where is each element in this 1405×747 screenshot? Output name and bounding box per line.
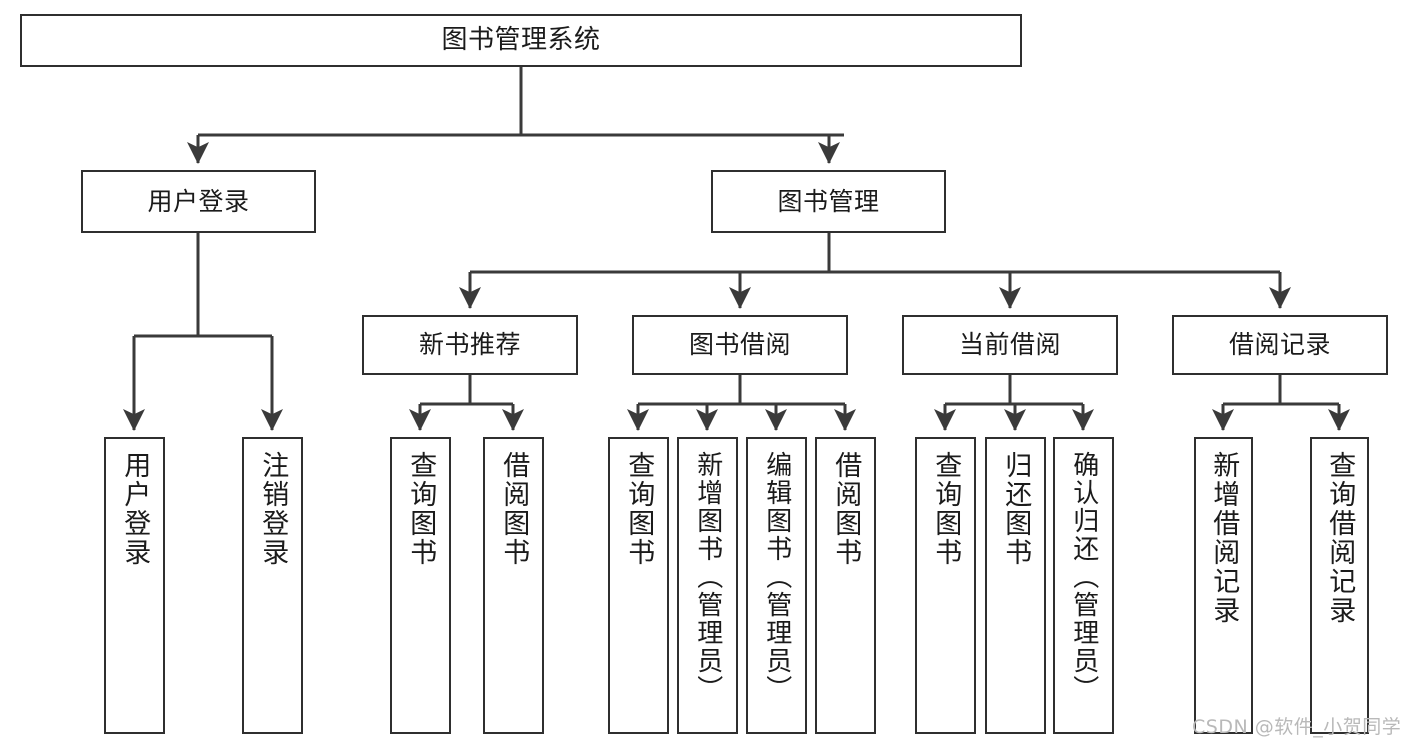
node-user-login[interactable]: 用户登录 [81,170,316,233]
leaf-borrow-book-1[interactable]: 借阅图书 [483,437,544,734]
node-label: 查询图书 [930,451,962,567]
node-label: 查询图书 [623,451,655,567]
node-book-manage[interactable]: 图书管理 [711,170,946,233]
node-book-borrow[interactable]: 图书借阅 [632,315,848,375]
leaf-query-record[interactable]: 查询借阅记录 [1310,437,1369,734]
node-label: 注销登录 [257,451,289,567]
node-label: 查询图书 [405,451,437,567]
leaf-query-book-1[interactable]: 查询图书 [390,437,451,734]
node-new-book-recommend[interactable]: 新书推荐 [362,315,578,375]
node-borrow-record[interactable]: 借阅记录 [1172,315,1388,375]
leaf-query-book-2[interactable]: 查询图书 [608,437,669,734]
leaf-borrow-book-2[interactable]: 借阅图书 [815,437,876,734]
node-label: 借阅图书 [830,451,862,567]
node-label: 归还图书 [1000,451,1032,567]
node-label: 用户登录 [119,451,151,567]
node-label: 新书推荐 [418,330,521,360]
leaf-edit-book[interactable]: 编辑图书（管理员） [746,437,807,734]
leaf-logout[interactable]: 注销登录 [242,437,303,734]
node-label: 图书借阅 [688,330,791,360]
node-root-system[interactable]: 图书管理系统 [20,14,1022,67]
node-label: 图书管理系统 [441,25,601,56]
node-label: 当前借阅 [958,330,1061,360]
node-label: 借阅图书 [498,451,530,567]
node-label: 新增图书（管理员） [692,451,723,703]
node-label: 确认归还（管理员） [1068,451,1099,703]
node-label: 用户登录 [147,186,250,216]
node-label: 编辑图书（管理员） [761,451,792,703]
node-label: 借阅记录 [1228,330,1331,360]
node-label: 查询借阅记录 [1324,451,1356,625]
leaf-add-record[interactable]: 新增借阅记录 [1194,437,1253,734]
node-label: 新增借阅记录 [1208,451,1240,625]
leaf-return-book[interactable]: 归还图书 [985,437,1046,734]
leaf-add-book[interactable]: 新增图书（管理员） [677,437,738,734]
leaf-confirm-return[interactable]: 确认归还（管理员） [1053,437,1114,734]
node-current-borrow[interactable]: 当前借阅 [902,315,1118,375]
leaf-user-login[interactable]: 用户登录 [104,437,165,734]
node-label: 图书管理 [777,186,880,216]
leaf-query-book-3[interactable]: 查询图书 [915,437,976,734]
watermark: CSDN @软件_小贺同学 [1192,716,1402,738]
